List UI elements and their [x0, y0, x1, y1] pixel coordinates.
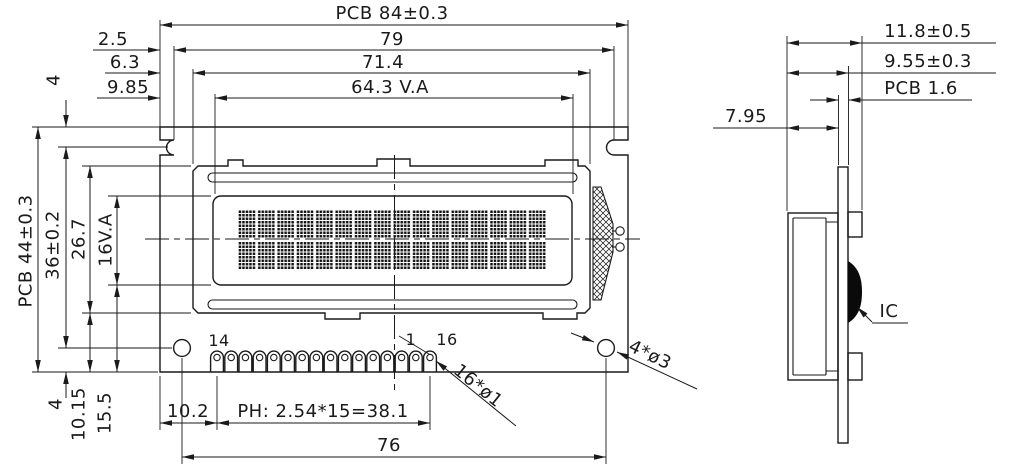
- pin-hole: [383, 353, 392, 362]
- pin-hole: [241, 353, 250, 362]
- dim-va-height: 16V.A: [96, 213, 117, 267]
- dim-mount-span-top: 79: [380, 29, 404, 50]
- mounting-hole-right: [596, 338, 616, 358]
- dim-module-depth: 9.55±0.3: [884, 51, 972, 72]
- callout-ic: IC: [880, 301, 899, 322]
- mounting-hole-left: [172, 338, 192, 358]
- pin: [252, 350, 267, 372]
- dim-edge-to-bezel: 6.3: [110, 52, 140, 73]
- pin-hole: [369, 353, 377, 362]
- pin-hole: [227, 353, 235, 362]
- pin: [351, 350, 367, 372]
- dim-mount-span-bottom: 76: [377, 435, 401, 456]
- dim-top-to-slot: 4: [44, 74, 65, 86]
- dot-matrix-row-2: [238, 241, 548, 269]
- dim-bezel-height: 26.7: [69, 218, 90, 260]
- dim-pcb-height: PCB 44±0.3: [16, 194, 37, 307]
- dot-matrix-row-1: [238, 210, 548, 238]
- pin: [224, 350, 239, 372]
- dim-bezel-width: 71.4: [362, 52, 404, 73]
- pin-hole: [355, 353, 363, 362]
- side-frame: [787, 212, 839, 381]
- dim-bezel-to-edge: 10.15: [69, 387, 90, 441]
- pin: [209, 350, 225, 372]
- dim-edge-to-slot: 2.5: [98, 29, 128, 50]
- extension-lines-side: [786, 36, 863, 211]
- pin-hole: [284, 353, 292, 362]
- dim-pcb-width: PCB 84±0.3: [335, 3, 448, 24]
- dim-mount-span-left: 36±0.2: [43, 210, 64, 280]
- dim-pin-pitch: PH: 2.54*15=38.1: [237, 401, 408, 422]
- pin-header: [209, 350, 438, 372]
- dim-edge-to-va: 9.85: [107, 77, 149, 98]
- pin-hole: [255, 353, 264, 362]
- dim-edge-to-pin1: 10.2: [167, 401, 209, 422]
- pin: [266, 350, 281, 372]
- dimension-lines-front: [35, 22, 698, 460]
- pin: [337, 350, 352, 372]
- pin-label-16: 16: [436, 330, 457, 349]
- dim-pcb-thickness: PCB 1.6: [884, 78, 958, 99]
- callout-mount-holes: 4*ø3: [625, 336, 675, 375]
- bezel-slot-top: [207, 172, 578, 183]
- backlight-terminal: [615, 226, 625, 236]
- backlight-terminal: [615, 242, 625, 252]
- side-frame-inner: [792, 217, 838, 376]
- dimension-lines-side: [713, 40, 996, 324]
- side-pcb: [837, 166, 849, 444]
- pin-label-1: 1: [406, 330, 417, 349]
- bezel-frame: [192, 158, 591, 320]
- side-clip-bottom: [847, 352, 863, 381]
- pin: [422, 350, 438, 372]
- pin: [295, 350, 310, 372]
- pin-hole: [298, 353, 306, 362]
- viewing-area: [212, 195, 573, 286]
- pin-hole: [270, 353, 278, 362]
- pin-hole: [412, 353, 420, 362]
- front-view: [32, 20, 698, 464]
- pin: [280, 350, 296, 372]
- pin: [238, 350, 253, 372]
- ic-blob: [848, 261, 862, 323]
- pin-hole: [341, 353, 349, 362]
- side-clip-top: [847, 211, 863, 238]
- pin: [366, 350, 381, 372]
- dim-front-to-pcb: 7.95: [725, 106, 767, 127]
- callout-pin-holes: 16*ø1: [449, 360, 506, 412]
- pin: [380, 350, 395, 372]
- dim-va-width: 64.3 V.A: [351, 77, 429, 98]
- pin: [323, 350, 338, 372]
- pin-hole: [426, 353, 434, 362]
- backlight-wedge: [592, 186, 614, 301]
- pin-hole: [213, 353, 221, 362]
- pin-label-14: 14: [208, 331, 229, 350]
- dim-hole-to-edge: 4: [46, 398, 67, 410]
- pin: [408, 350, 423, 372]
- pin-hole: [397, 353, 406, 362]
- pin: [309, 350, 324, 372]
- bezel-slot-bottom: [207, 299, 578, 310]
- pin-hole: [312, 353, 321, 362]
- pin-hole: [326, 353, 335, 362]
- dim-overall-depth: 11.8±0.5: [884, 21, 972, 42]
- dim-va-to-edge: 15.5: [95, 392, 116, 434]
- pin: [394, 350, 409, 372]
- side-view: [713, 36, 996, 444]
- pcb-outline: [159, 126, 629, 373]
